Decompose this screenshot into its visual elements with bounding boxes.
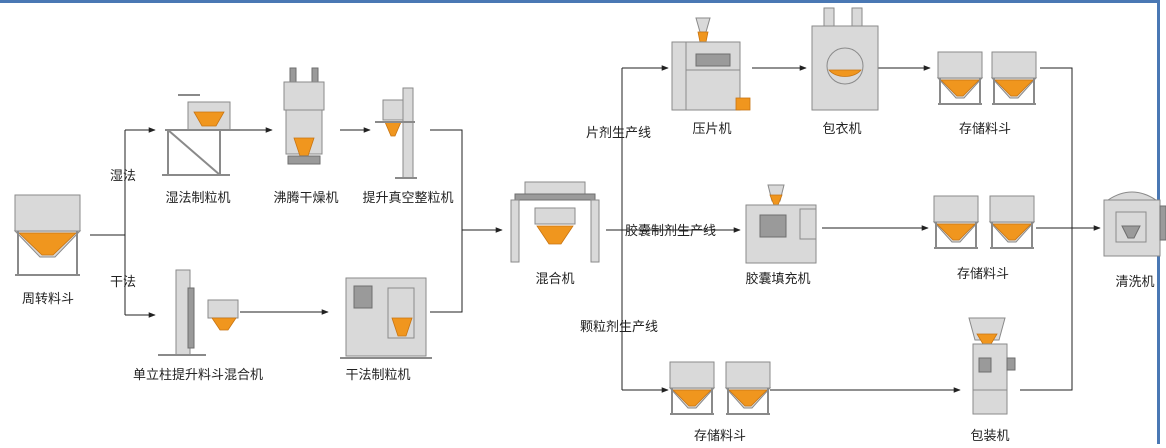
tablet-line-label: 片剂生产线 [586, 126, 651, 141]
route-wet-label: 湿法 [110, 169, 136, 184]
lift-vacuum-sizer [375, 87, 417, 179]
capsule-filler-label: 胶囊填充机 [745, 271, 810, 287]
capsule-filler [745, 184, 817, 264]
storage-bins-2-label: 存储料斗 [957, 267, 1009, 282]
washer-label: 清洗机 [1115, 275, 1154, 290]
storage-bins-2 [933, 195, 1035, 249]
lift-vacuum-sizer-label: 提升真空整粒机 [362, 190, 453, 206]
tablet-press [671, 17, 751, 111]
storage-bins-3 [669, 361, 771, 415]
dry-granulator-label: 干法制粒机 [345, 368, 410, 383]
packer [968, 317, 1016, 415]
coater [811, 7, 879, 111]
coater-label: 包衣机 [822, 121, 861, 137]
mixer [510, 181, 600, 263]
tote-bin-label: 周转料斗 [22, 292, 74, 307]
tote-bin [13, 194, 82, 276]
packer-label: 包装机 [970, 429, 1009, 444]
column-lift-mixer-label: 单立柱提升料斗混合机 [133, 367, 263, 383]
dry-granulator [340, 277, 432, 359]
capsule-line-label: 胶囊制剂生产线 [625, 223, 716, 239]
storage-bins-1-label: 存储料斗 [959, 122, 1011, 137]
wet-granulator [162, 94, 240, 176]
mixer-label: 混合机 [535, 272, 574, 287]
fluid-bed-dryer [283, 67, 325, 165]
route-dry-label: 干法 [110, 275, 136, 290]
flow-lines [90, 65, 1101, 393]
fluid-bed-dryer-label: 沸腾干燥机 [273, 190, 338, 206]
granule-line-label: 颗粒剂生产线 [580, 320, 658, 335]
tablet-press-label: 压片机 [692, 122, 731, 137]
wet-granulator-label: 湿法制粒机 [165, 191, 230, 206]
washer [1103, 191, 1166, 257]
storage-bins-1 [937, 51, 1037, 105]
column-lift-mixer [158, 269, 239, 356]
storage-bins-3-label: 存储料斗 [694, 429, 746, 444]
